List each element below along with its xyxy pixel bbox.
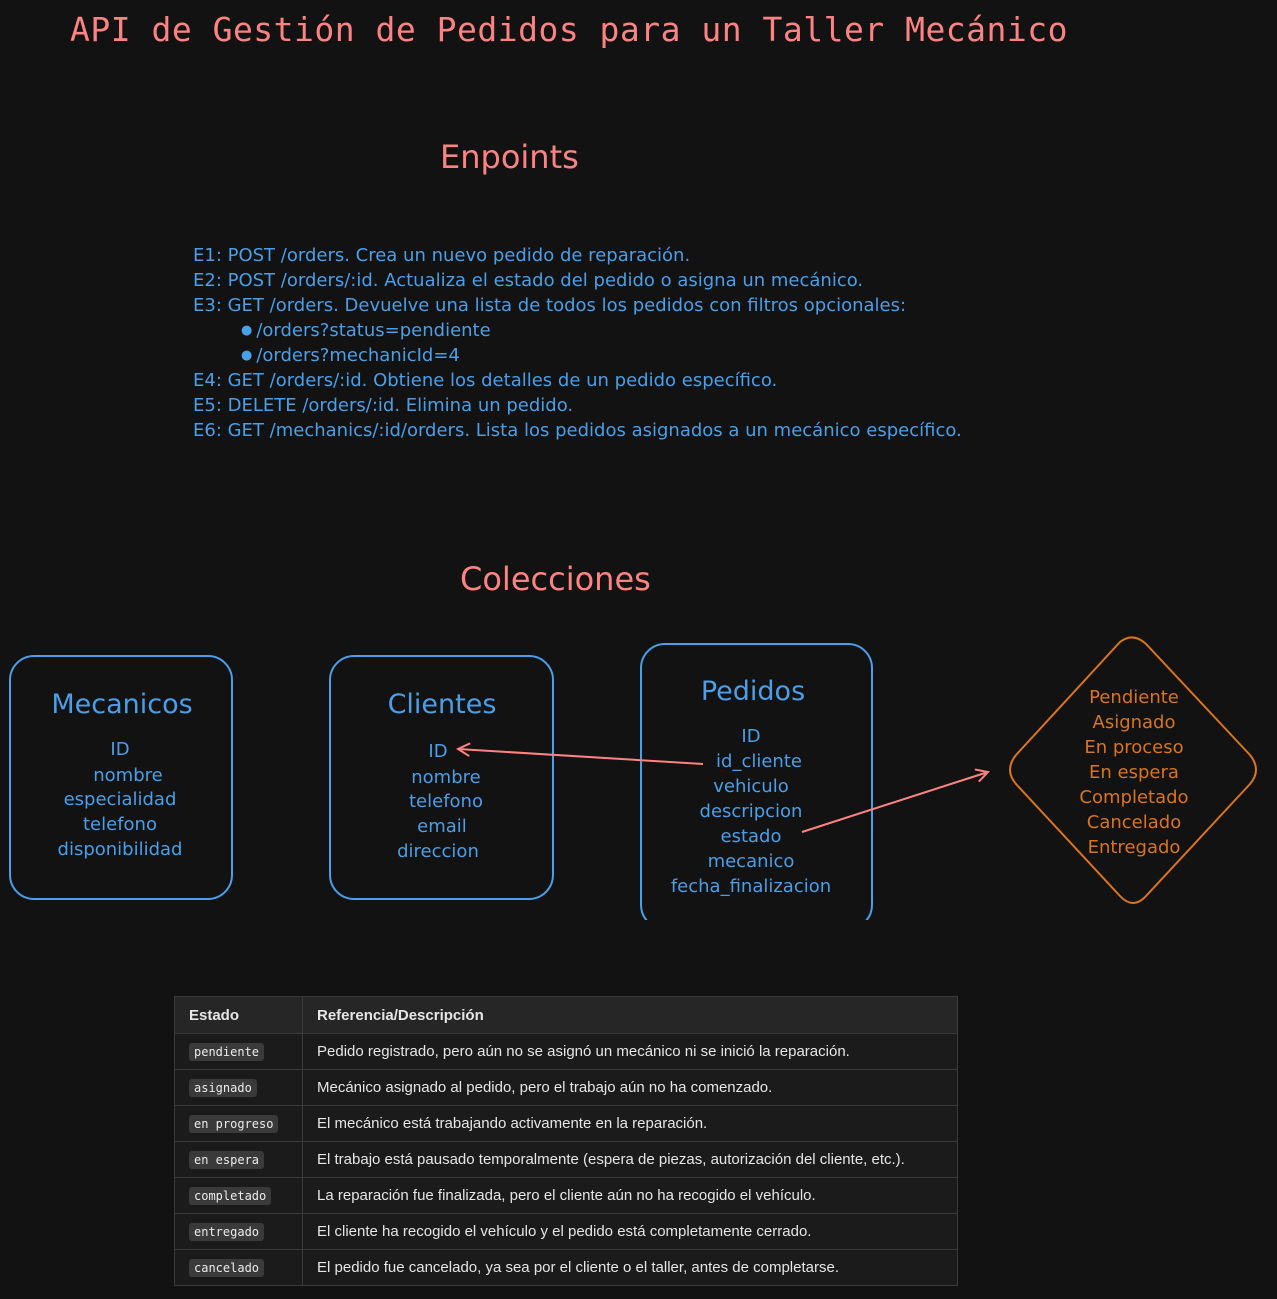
clientes-collection: Clientes ID nombre telefono email direcc… [329,655,554,900]
collections-heading: Colecciones [460,560,651,598]
collections-diagram: Mecanicos ID nombre especialidad telefon… [9,636,1257,920]
status-description: Pedido registrado, pero aún no se asignó… [302,1033,958,1070]
estados-diamond-shape [1009,636,1257,904]
page-title: API de Gestión de Pedidos para un Taller… [70,10,1069,49]
estados-diamond: Pendiente Asignado En proceso En espera … [1009,636,1257,904]
mecanicos-field: disponibilidad [58,839,183,860]
estado-option: En espera [1089,762,1179,783]
endpoint-e5: E5: DELETE /orders/:id. Elimina un pedid… [193,395,574,416]
endpoints-heading: Enpoints [440,138,579,176]
status-code: cancelado [189,1259,265,1277]
endpoint-list: E1: POST /orders. Crea un nuevo pedido d… [193,243,962,443]
endpoint-e4: E4: GET /orders/:id. Obtiene los detalle… [193,370,778,391]
status-description: El trabajo está pausado temporalmente (e… [302,1141,958,1178]
clientes-field: email [417,816,467,837]
estado-option: Asignado [1093,712,1176,733]
table-row: pendiente Pedido registrado, pero aún no… [174,1033,958,1070]
table-row: completado La reparación fue finalizada,… [174,1177,958,1214]
mecanicos-collection: Mecanicos ID nombre especialidad telefon… [9,655,233,900]
endpoint-e2: E2: POST /orders/:id. Actualiza el estad… [193,270,864,291]
status-description: La reparación fue finalizada, pero el cl… [302,1177,958,1214]
endpoint-e6: E6: GET /mechanics/:id/orders. Lista los… [193,420,962,441]
mecanicos-field: nombre [93,765,162,786]
status-code: en progreso [189,1115,279,1133]
endpoint-e1: E1: POST /orders. Crea un nuevo pedido d… [193,245,691,266]
clientes-box [329,655,554,900]
status-description: El mecánico está trabajando activamente … [302,1105,958,1142]
status-code: pendiente [189,1043,265,1061]
clientes-field: direccion [397,841,479,862]
clientes-field: nombre [411,767,480,788]
column-header-estado: Estado [174,996,303,1034]
status-code: asignado [189,1079,257,1097]
status-description: El pedido fue cancelado, ya sea por el c… [302,1249,958,1286]
mecanicos-title: Mecanicos [51,689,192,720]
pedidos-title: Pedidos [701,676,805,707]
table-header-row: Estado Referencia/Descripción [174,996,958,1034]
pedidos-box [640,643,873,920]
clientes-field: telefono [409,791,483,812]
table-row: cancelado El pedido fue cancelado, ya se… [174,1249,958,1286]
pedidos-field: vehiculo [713,776,788,797]
clientes-title: Clientes [388,689,497,720]
pedidos-collection: Pedidos ID id_cliente vehiculo descripci… [640,643,873,920]
endpoint-e3-filter-status: /orders?status=pendiente [193,318,962,343]
pedidos-field: id_cliente [716,751,802,772]
estado-option: En proceso [1084,737,1183,758]
estado-option: Pendiente [1089,687,1179,708]
table-row: en progreso El mecánico está trabajando … [174,1105,958,1142]
status-code: completado [189,1187,272,1205]
estado-option: Entregado [1088,837,1181,858]
endpoint-e3-filter-mechanic: /orders?mechanicId=4 [193,343,962,368]
status-code: en espera [189,1151,265,1169]
estado-option: Completado [1079,787,1188,808]
pedidos-field: fecha_finalizacion [671,876,831,897]
endpoint-e3: E3: GET /orders. Devuelve una lista de t… [193,295,907,316]
clientes-field: ID [428,741,447,762]
mecanicos-field: especialidad [64,789,177,810]
pedidos-field: descripcion [700,801,803,822]
status-description: Mecánico asignado al pedido, pero el tra… [302,1069,958,1106]
arrow-estado-to-estados [801,772,988,833]
status-description: El cliente ha recogido el vehículo y el … [302,1213,958,1250]
estado-option: Cancelado [1087,812,1181,833]
pedidos-field: estado [721,826,782,847]
pedidos-field: ID [741,726,760,747]
table-row: entregado El cliente ha recogido el vehí… [174,1213,958,1250]
mecanicos-field: ID [110,739,129,760]
mecanicos-field: telefono [83,814,157,835]
status-table: Estado Referencia/Descripción pendiente … [174,996,958,1286]
status-code: entregado [189,1223,265,1241]
table-row: asignado Mecánico asignado al pedido, pe… [174,1069,958,1106]
mecanicos-box [9,655,233,900]
column-header-descripcion: Referencia/Descripción [302,996,958,1034]
table-row: en espera El trabajo está pausado tempor… [174,1141,958,1178]
arrow-id-cliente-to-clientes [458,749,704,765]
pedidos-field: mecanico [708,851,795,872]
